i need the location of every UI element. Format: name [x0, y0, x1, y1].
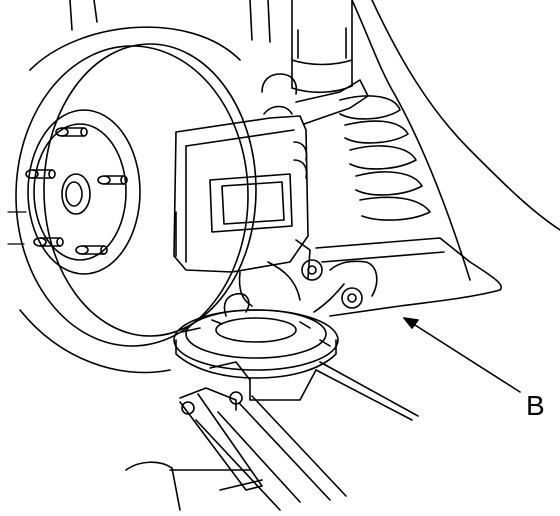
leader-line-b	[403, 317, 521, 393]
lower-control-arm	[313, 237, 502, 317]
shock-absorber	[291, 0, 353, 94]
lug-stud	[97, 175, 128, 185]
jack-saddle	[173, 292, 339, 379]
floor-jack	[125, 361, 419, 511]
lug-stud	[25, 169, 56, 179]
lug-stud	[33, 237, 64, 247]
lug-stud	[75, 245, 108, 255]
callout-label-b: B	[526, 390, 545, 421]
wheel-hub	[7, 127, 128, 255]
upper-link	[261, 73, 369, 125]
coil-spring	[339, 95, 431, 221]
brake-rotor	[15, 26, 257, 374]
brake-caliper	[173, 105, 311, 279]
knuckle	[238, 259, 323, 307]
vehicle-body	[69, 0, 560, 281]
lug-stud	[55, 127, 88, 137]
